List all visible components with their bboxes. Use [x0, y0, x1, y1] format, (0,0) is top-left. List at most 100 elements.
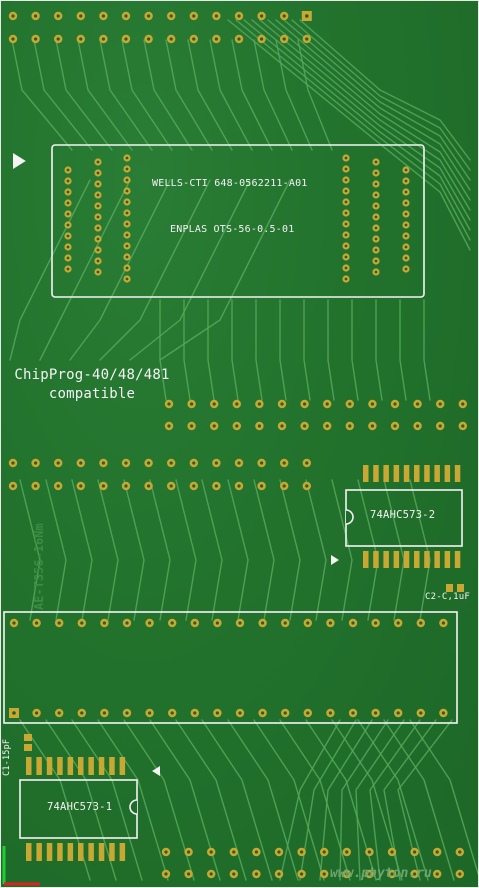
- pad-drill: [322, 850, 326, 854]
- pad-drill: [374, 248, 378, 252]
- trace-top-bundle: [11, 39, 73, 151]
- trace-right-bundle: [251, 19, 471, 221]
- c1-pad: [24, 734, 32, 741]
- trace-right-bundle: [267, 19, 471, 201]
- pad-drill: [80, 621, 84, 625]
- trace-right-bundle: [235, 19, 471, 241]
- pad-drill: [209, 850, 213, 854]
- pad-drill: [125, 211, 129, 215]
- pad-drill: [125, 711, 129, 715]
- pad-drill: [169, 37, 173, 41]
- pad-drill: [34, 484, 38, 488]
- socket-adapter-label: ENPLAS OTS-56-0.5-01: [170, 224, 295, 235]
- pad-drill: [214, 14, 218, 18]
- watermark: www.phyton.ru: [330, 866, 432, 881]
- trace-right-bundle: [299, 19, 471, 161]
- pad-drill: [345, 872, 349, 876]
- pad-drill: [344, 200, 348, 204]
- u2-pin1-marker: [331, 555, 339, 565]
- pad-drill: [212, 402, 216, 406]
- pad-drill: [192, 461, 196, 465]
- pad-drill: [66, 179, 70, 183]
- trace-top-bundle: [165, 39, 213, 151]
- pad-drill: [344, 255, 348, 259]
- pad-drill: [374, 621, 378, 625]
- trace-mid-bundle: [175, 479, 197, 621]
- u2-pin: [424, 465, 430, 482]
- u2-label: 74AHC573-2: [370, 509, 436, 521]
- pad-drill: [238, 621, 242, 625]
- pad-drill: [35, 711, 39, 715]
- pad-drill: [344, 167, 348, 171]
- u1-pin: [26, 843, 32, 861]
- pad-drill: [237, 37, 241, 41]
- pad-drill: [34, 14, 38, 18]
- trace-left-socket: [9, 179, 91, 361]
- pad-drill: [393, 402, 397, 406]
- pad-drill: [344, 211, 348, 215]
- compatibility-programmers: ChipProg-40/48/481: [14, 367, 170, 383]
- u1-pin: [67, 757, 74, 775]
- pad-drill: [66, 234, 70, 238]
- pad-drill: [66, 168, 70, 172]
- pad-drill: [190, 424, 194, 428]
- u1-pin: [88, 757, 94, 775]
- pad-drill: [96, 193, 100, 197]
- pad-drill: [66, 267, 70, 271]
- pad-drill: [96, 237, 100, 241]
- trace-top-bundle: [99, 39, 153, 151]
- pad-drill: [260, 14, 264, 18]
- pad-drill: [102, 711, 106, 715]
- pad-drill: [283, 621, 287, 625]
- u2-notch: [345, 509, 354, 525]
- pad-drill: [215, 621, 219, 625]
- trace-mid-bundle: [331, 479, 353, 621]
- pad-drill: [101, 461, 105, 465]
- pad-drill: [80, 711, 84, 715]
- pad-drill: [277, 872, 281, 876]
- u2-pin: [454, 551, 461, 568]
- u1-label: 74AHC573-1: [47, 801, 113, 813]
- u2-pin: [363, 551, 369, 568]
- pad-drill: [169, 14, 173, 18]
- pad-drill: [367, 850, 371, 854]
- pad-drill: [322, 872, 326, 876]
- trace-bottom-bundle: [149, 719, 221, 881]
- pad-drill: [438, 424, 442, 428]
- pad-drill: [300, 850, 304, 854]
- pad-drill: [170, 621, 174, 625]
- u1-pin: [98, 843, 105, 861]
- pad-drill: [374, 160, 378, 164]
- u1-pin: [67, 843, 74, 861]
- trace-mid-bundle: [45, 479, 67, 621]
- pad-drill: [282, 484, 286, 488]
- trace-socket-down: [303, 299, 311, 401]
- pad-drill: [96, 226, 100, 230]
- pad-drill: [124, 461, 128, 465]
- pad-drill: [238, 711, 242, 715]
- pad-drill: [348, 402, 352, 406]
- pad-drill: [438, 402, 442, 406]
- pad-drill: [35, 621, 39, 625]
- pad-drill: [254, 850, 258, 854]
- pad-drill: [237, 484, 241, 488]
- trace-top-bundle: [55, 39, 113, 151]
- trace-mid-bundle: [71, 479, 93, 621]
- pad-drill: [102, 621, 106, 625]
- pad-drill: [12, 711, 16, 715]
- trace-bottom-right: [369, 719, 421, 881]
- c1-pad: [24, 744, 32, 751]
- trace-right-bundle: [227, 19, 471, 251]
- trace-bottom-right: [279, 719, 341, 881]
- pad-drill: [416, 424, 420, 428]
- pad-drill: [11, 14, 15, 18]
- trace-socket-down: [399, 299, 407, 401]
- pad-drill: [305, 484, 309, 488]
- u1-pin: [98, 757, 105, 775]
- trace-left-socket: [129, 179, 251, 361]
- trace-socket-down: [231, 299, 239, 401]
- u1-pin: [78, 843, 84, 861]
- trace-bottom-bundle: [357, 719, 429, 881]
- compatibility-label: ChipProg-40/48/481 compatible: [12, 366, 172, 404]
- pad-drill: [235, 424, 239, 428]
